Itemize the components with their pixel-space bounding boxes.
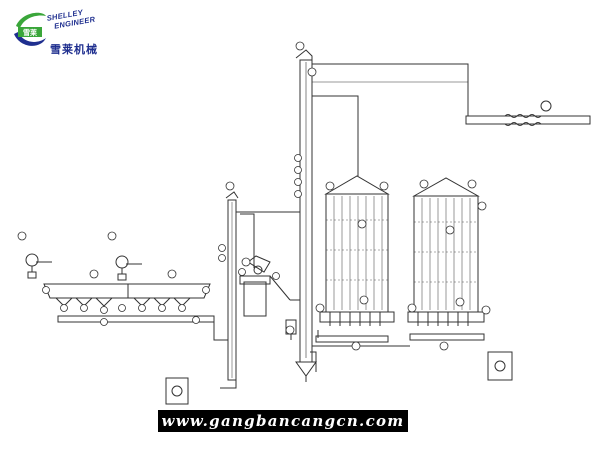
logo-english-name: SHELLEY ENGINEER bbox=[46, 6, 96, 32]
intake-fan-1 bbox=[25, 253, 52, 279]
secondary-bucket-elevator bbox=[220, 191, 300, 389]
company-logo: 雪莱 SHELLEY ENGINEER 雪莱机械 bbox=[12, 8, 122, 56]
bottom-collecting-conveyor bbox=[310, 345, 410, 372]
logo-swoosh-icon: 雪莱 bbox=[14, 12, 46, 46]
top-conveyor-lines bbox=[312, 63, 469, 176]
steel-silo-1 bbox=[315, 175, 395, 343]
screw-conveyor-top-right bbox=[465, 100, 591, 126]
steel-silo-2 bbox=[407, 177, 485, 341]
intake-fan-2 bbox=[115, 255, 142, 281]
intake-pits bbox=[43, 283, 228, 341]
main-bucket-elevator bbox=[295, 49, 317, 382]
control-cabinet-left bbox=[165, 377, 189, 405]
logo-mark-text: 雪莱 bbox=[23, 28, 37, 37]
website-url-banner: www.gangbancangcn.com bbox=[158, 410, 408, 432]
cleaning-machine bbox=[239, 255, 300, 317]
item-callouts bbox=[17, 41, 491, 351]
control-cabinet-right bbox=[487, 351, 513, 381]
logo-chinese-name: 雪莱机械 bbox=[50, 44, 98, 56]
